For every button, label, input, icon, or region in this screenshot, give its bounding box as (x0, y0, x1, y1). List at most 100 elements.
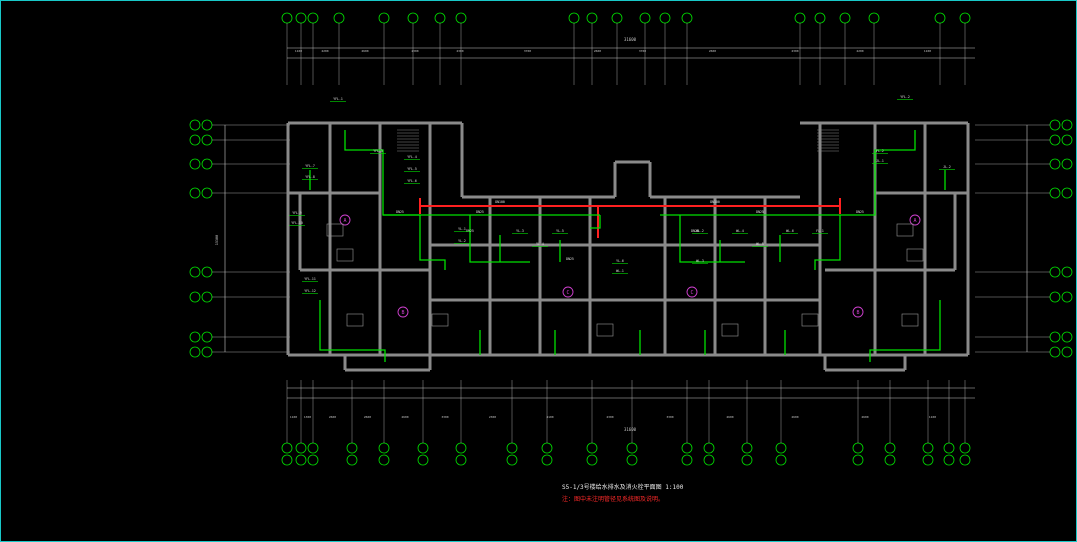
riser-label: YFL-5 (407, 167, 417, 171)
axis-bubble-right (1061, 158, 1073, 170)
axis-bubble-bottom (586, 454, 598, 466)
riser-label: FL-1 (816, 229, 824, 233)
water-pipe (319, 300, 386, 362)
riser-label: YL-3 (516, 229, 524, 233)
fixture (431, 313, 449, 327)
riser-label: JL-1 (876, 159, 884, 163)
dimension-text-bottom: 1100 (929, 415, 936, 419)
dimension-text-bottom: 4100 (546, 415, 553, 419)
axis-bubble-right (1061, 346, 1073, 358)
riser-label: YFL-4 (407, 155, 417, 159)
axis-bubble-bottom (541, 442, 553, 454)
pipe-size-label: DN100 (710, 200, 720, 204)
water-pipe (814, 215, 841, 270)
axis-bubble-right (1049, 187, 1061, 199)
axis-bubble-right (1049, 331, 1061, 343)
water-pipe (419, 215, 446, 270)
pipe-size-label: DN100 (495, 200, 505, 204)
water-pipe (840, 130, 916, 216)
axis-bubble-left (201, 331, 213, 343)
room-marker-circle (852, 306, 864, 318)
axis-bubble-bottom (295, 442, 307, 454)
axis-bubble-bottom (378, 454, 390, 466)
axis-bubble-top (934, 12, 946, 24)
pipe-size-label: DN25 (396, 210, 404, 214)
side-dimension-left: 15300 (215, 235, 219, 246)
fixture (906, 248, 924, 262)
axis-bubble-bottom (281, 442, 293, 454)
axis-bubble-top (455, 12, 467, 24)
axis-bubble-top (281, 12, 293, 24)
fixture (801, 313, 819, 327)
axis-bubble-left (189, 187, 201, 199)
axis-bubble-right (1061, 331, 1073, 343)
pipe-size-label: DN25 (566, 257, 574, 261)
dimension-text-bottom: 1300 (304, 415, 311, 419)
axis-bubble-bottom (506, 454, 518, 466)
axis-bubble-right (1061, 134, 1073, 146)
axis-bubble-top (959, 12, 971, 24)
dimension-text-top: 2300 (791, 49, 798, 53)
dimension-text-top: 2600 (594, 49, 601, 53)
axis-bubble-top (333, 12, 345, 24)
axis-bubble-bottom (626, 454, 638, 466)
axis-bubble-bottom (959, 454, 971, 466)
axis-bubble-right (1049, 134, 1061, 146)
axis-bubble-top (681, 12, 693, 24)
axis-bubble-bottom (681, 454, 693, 466)
riser-label: YL-5 (556, 229, 564, 233)
riser-label: YFL-11 (304, 277, 316, 281)
axis-bubble-bottom (959, 442, 971, 454)
riser-label: YL-2 (458, 239, 466, 243)
riser-label: WL-1 (616, 269, 624, 273)
room-marker-circle (909, 214, 921, 226)
axis-bubble-top (378, 12, 390, 24)
axis-bubble-top (814, 12, 826, 24)
fixture (326, 223, 344, 237)
riser-label: YL-4 (536, 242, 544, 246)
drawing-title: S5-1/3号楼给水排水及消火栓平面图 1:100 (562, 484, 684, 491)
axis-bubble-bottom (741, 442, 753, 454)
room-marker-letter: B (401, 310, 404, 316)
pipe-size-label: DN25 (466, 229, 474, 233)
axis-bubble-right (1061, 291, 1073, 303)
dimension-text-bottom: 2600 (726, 415, 733, 419)
axis-bubble-left (201, 134, 213, 146)
axis-bubble-bottom (506, 442, 518, 454)
axis-bubble-bottom (541, 454, 553, 466)
axis-bubble-bottom (884, 454, 896, 466)
axis-bubble-top (659, 12, 671, 24)
axis-bubble-bottom (922, 442, 934, 454)
axis-bubble-bottom (852, 454, 864, 466)
axis-bubble-bottom (307, 454, 319, 466)
axis-bubble-top (307, 12, 319, 24)
axis-bubble-bottom (417, 442, 429, 454)
axis-bubble-left (189, 346, 201, 358)
water-pipe (869, 300, 941, 362)
axis-bubble-left (201, 158, 213, 170)
dimension-text-bottom: 2600 (401, 415, 408, 419)
riser-label: YFL-9 (292, 211, 302, 215)
overall-dimension-bottom: 31600 (624, 427, 637, 432)
fixture (336, 248, 354, 262)
axis-bubble-bottom (378, 442, 390, 454)
axis-bubble-bottom (775, 454, 787, 466)
axis-bubble-left (189, 158, 201, 170)
pipe-size-label: DN25 (856, 210, 864, 214)
axis-bubble-left (201, 119, 213, 131)
room-marker-circle (562, 286, 574, 298)
dimension-text-bottom: 2600 (364, 415, 371, 419)
dimension-text-bottom: 3300 (441, 415, 448, 419)
room-marker-letter: C (566, 290, 569, 296)
dimension-text-top: 2600 (361, 49, 368, 53)
room-marker-letter: A (913, 218, 916, 224)
axis-bubble-top (568, 12, 580, 24)
pipe-size-label: DN25 (691, 229, 699, 233)
axis-bubble-right (1049, 291, 1061, 303)
dimension-text-top: 2600 (709, 49, 716, 53)
axis-bubble-bottom (281, 454, 293, 466)
axis-bubble-bottom (455, 442, 467, 454)
riser-label: YL-6 (616, 259, 624, 263)
